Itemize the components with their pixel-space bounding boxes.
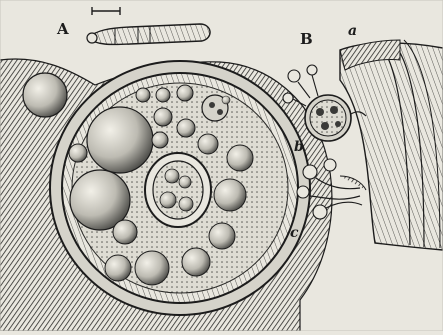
cell-4: [105, 255, 131, 281]
cell-7: [209, 223, 235, 249]
cell-14: [69, 144, 87, 162]
cell-8: [214, 179, 246, 211]
panel-label-b: B: [300, 32, 313, 47]
part-label-b: b: [294, 140, 304, 154]
cell-17: [177, 85, 193, 101]
cell-13: [152, 132, 168, 148]
cell-1: [87, 107, 153, 173]
cell-11: [154, 108, 172, 126]
part-label-a: a: [348, 24, 357, 38]
large-cell-outside: [23, 73, 67, 117]
panel-a-figure: [87, 7, 210, 44]
panel-label-a: A: [57, 22, 69, 37]
cell-12: [177, 119, 195, 137]
cell-6: [182, 248, 210, 276]
cell-16: [156, 88, 170, 102]
part-label-c: c: [290, 226, 299, 240]
cell-9: [227, 145, 253, 171]
cell-15: [136, 88, 150, 102]
cell-3: [113, 220, 137, 244]
cell-10: [198, 134, 218, 154]
cell-5: [135, 251, 169, 285]
daughter-cyst-inner: [153, 161, 203, 219]
